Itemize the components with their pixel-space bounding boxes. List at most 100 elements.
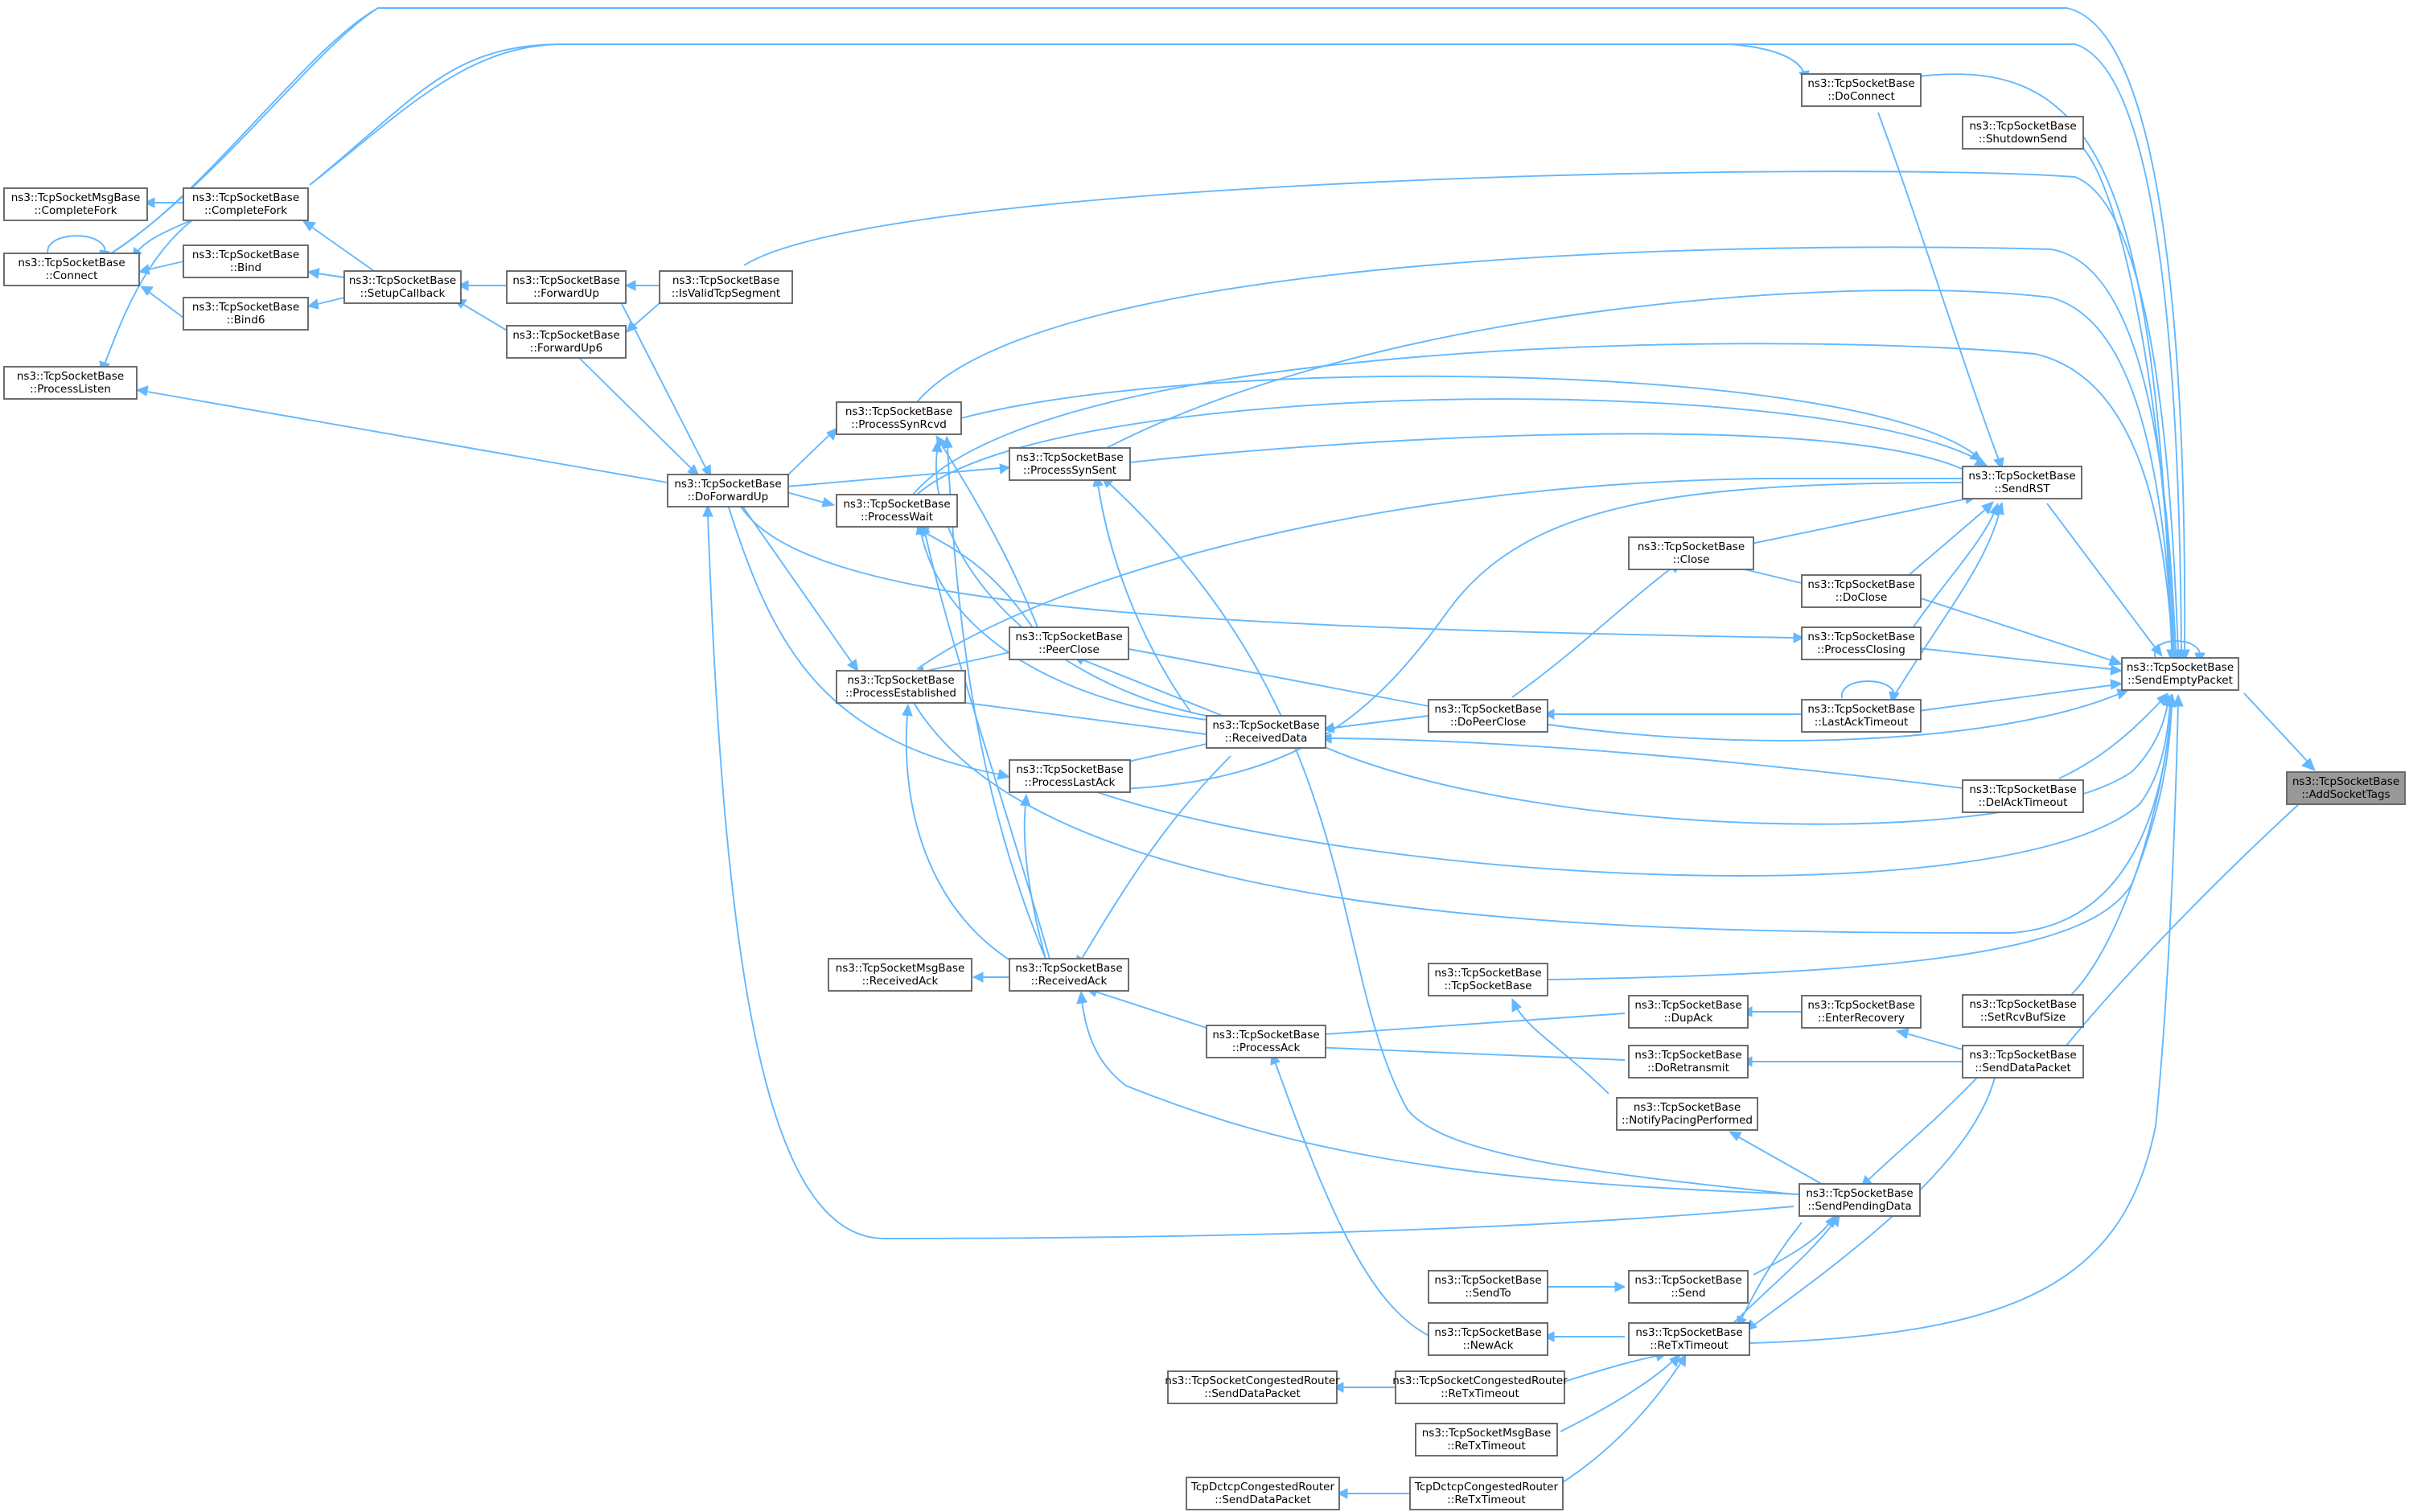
node-tcp-socket-base-ctor[interactable]: ns3::TcpSocketBase::TcpSocketBase — [1428, 963, 1548, 996]
edge-receiveddata-processsynrcvd — [931, 439, 1207, 717]
node-label-1: ns3::TcpSocketBase — [1434, 1326, 1541, 1339]
node-complete-fork[interactable]: ns3::TcpSocketBase::CompleteFork — [183, 187, 309, 221]
node-label-1: ns3::TcpSocketMsgBase — [1422, 1427, 1552, 1440]
node-send-pending-data[interactable]: ns3::TcpSocketBase::SendPendingData — [1799, 1183, 1921, 1217]
node-bind-6[interactable]: ns3::TcpSocketBase::Bind6 — [183, 297, 309, 331]
node-label-1: ns3::TcpSocketBase — [1434, 1274, 1541, 1287]
node-box — [1628, 536, 1754, 570]
node-new-ack[interactable]: ns3::TcpSocketBase::NewAck — [1428, 1322, 1548, 1356]
node-box — [836, 494, 958, 528]
node-send-r-s-t[interactable]: ns3::TcpSocketBase::SendRST — [1962, 466, 2082, 499]
node-close[interactable]: ns3::TcpSocketBase::Close — [1628, 536, 1754, 570]
node-box — [1962, 779, 2084, 813]
edge-doforwardup-processestablished — [739, 502, 859, 673]
node-send[interactable]: ns3::TcpSocketBase::Send — [1628, 1270, 1749, 1304]
node-label-2: ::EnterRecovery — [1818, 1012, 1905, 1025]
edge-senddatapacket-sendpendingdata — [1860, 1075, 1979, 1188]
edge-setupcallback-completefork — [302, 220, 375, 272]
edge-connect-sendemptypacket — [104, 7, 2190, 663]
node-do-close[interactable]: ns3::TcpSocketBase::DoClose — [1801, 574, 1922, 608]
node-box — [1628, 1322, 1750, 1356]
node-label-2: ::ForwardUp6 — [530, 342, 602, 355]
node-send-to[interactable]: ns3::TcpSocketBase::SendTo — [1428, 1270, 1548, 1304]
node-dup-ack[interactable]: ns3::TcpSocketBase::DupAck — [1628, 995, 1749, 1029]
node-process-closing[interactable]: ns3::TcpSocketBase::ProcessClosing — [1801, 627, 1922, 660]
node-notify-pacing[interactable]: ns3::TcpSocketBase::NotifyPacingPerforme… — [1616, 1097, 1758, 1131]
node-label-1: ns3::TcpSocketBase — [672, 274, 779, 287]
node-del-ack-timeout[interactable]: ns3::TcpSocketBase::DelAckTimeout — [1962, 779, 2084, 813]
node-re-tx-timeout[interactable]: ns3::TcpSocketBase::ReTxTimeout — [1628, 1322, 1750, 1356]
node-process-last-ack[interactable]: ns3::TcpSocketBase::ProcessLastAck — [1009, 759, 1131, 793]
node-box — [1962, 994, 2084, 1028]
node-process-established[interactable]: ns3::TcpSocketBase::ProcessEstablished — [836, 670, 966, 704]
node-process-syn-sent[interactable]: ns3::TcpSocketBase::ProcessSynSent — [1009, 447, 1131, 481]
node-label-2: ::Bind — [230, 261, 261, 274]
node-forward-up-6[interactable]: ns3::TcpSocketBase::ForwardUp6 — [506, 325, 627, 359]
node-process-syn-rcvd[interactable]: ns3::TcpSocketBase::ProcessSynRcvd — [836, 401, 962, 435]
node-enter-recovery[interactable]: ns3::TcpSocketBase::EnterRecovery — [1801, 995, 1922, 1029]
node-add-socket-tags[interactable]: ns3::TcpSocketBase::AddSocketTags — [2286, 771, 2406, 805]
node-cr-send-data-packet[interactable]: ns3::TcpSocketCongestedRouter::SendDataP… — [1165, 1370, 1340, 1404]
node-label-2: ::ProcessListen — [30, 383, 111, 396]
node-msg-complete-fork[interactable]: ns3::TcpSocketMsgBase::CompleteFork — [3, 187, 148, 221]
edge-doforwardup-processlastack — [727, 504, 1011, 780]
node-process-listen[interactable]: ns3::TcpSocketBase::ProcessListen — [3, 366, 138, 400]
node-label-1: ns3::TcpSocketBase — [1015, 962, 1122, 975]
node-label-2: ::Close — [1673, 553, 1710, 566]
node-set-rcv-buf-size[interactable]: ns3::TcpSocketBase::SetRcvBufSize — [1962, 994, 2084, 1028]
node-shutdown-send[interactable]: ns3::TcpSocketBase::ShutdownSend — [1962, 116, 2084, 150]
node-msg-re-tx-timeout[interactable]: ns3::TcpSocketMsgBase::ReTxTimeout — [1415, 1423, 1558, 1457]
node-label-2: ::SendTo — [1465, 1287, 1511, 1300]
node-label-1: ns3::TcpSocketCongestedRouter — [1392, 1374, 1568, 1387]
edge-doforwardup-processclosing — [739, 504, 1805, 643]
node-setup-callback[interactable]: ns3::TcpSocketBase::SetupCallback — [343, 270, 462, 304]
node-is-valid-tcp-segment[interactable]: ns3::TcpSocketBase::IsValidTcpSegment — [659, 270, 793, 304]
edge-bind6-connect — [139, 286, 184, 318]
node-label-2: ::ShutdownSend — [1979, 133, 2068, 146]
node-label-2: ::AddSocketTags — [2301, 788, 2390, 801]
node-label-2: ::ReceivedData — [1225, 732, 1308, 745]
edge-lastacktimeout-sendrst — [1893, 501, 2004, 696]
node-do-forward-up[interactable]: ns3::TcpSocketBase::DoForwardUp — [667, 474, 789, 507]
node-label-2: ::SendPendingData — [1807, 1200, 1911, 1213]
node-msg-received-ack[interactable]: ns3::TcpSocketMsgBase::ReceivedAck — [828, 958, 972, 992]
node-box — [506, 270, 627, 304]
node-label-1: ns3::TcpSocketBase — [1807, 631, 1914, 643]
edge-completefork-msgcompletefork — [143, 197, 183, 208]
node-bind[interactable]: ns3::TcpSocketBase::Bind — [183, 244, 309, 278]
node-dctcp-re-tx-timeout[interactable]: TcpDctcpCongestedRouter::ReTxTimeout — [1409, 1477, 1564, 1510]
node-box — [3, 187, 148, 221]
node-label-2: ::DoForwardUp — [688, 491, 769, 503]
node-label-2: ::SendDataPacket — [1975, 1062, 2071, 1074]
node-cr-re-tx-timeout[interactable]: ns3::TcpSocketCongestedRouter::ReTxTimeo… — [1392, 1370, 1568, 1404]
node-last-ack-timeout[interactable]: ns3::TcpSocketBase::LastAckTimeout — [1801, 699, 1922, 733]
node-label-2: ::ProcessEstablished — [845, 687, 956, 700]
node-dctcp-send-data-packet[interactable]: TcpDctcpCongestedRouter::SendDataPacket — [1186, 1477, 1340, 1510]
edge-processwait-sendemptypacket — [912, 343, 2178, 663]
node-send-empty-packet[interactable]: ns3::TcpSocketBase::SendEmptyPacket — [2121, 657, 2239, 691]
node-do-retransmit[interactable]: ns3::TcpSocketBase::DoRetransmit — [1628, 1045, 1749, 1079]
node-forward-up[interactable]: ns3::TcpSocketBase::ForwardUp — [506, 270, 627, 304]
edge-lastacktimeout-dopeerclose — [1543, 709, 1802, 720]
node-box — [1009, 958, 1129, 992]
node-do-peer-close[interactable]: ns3::TcpSocketBase::DoPeerClose — [1428, 699, 1548, 733]
edge-connect-doconnect — [104, 7, 379, 258]
node-box — [1801, 699, 1922, 733]
node-send-data-packet[interactable]: ns3::TcpSocketBase::SendDataPacket — [1962, 1045, 2084, 1079]
node-process-ack[interactable]: ns3::TcpSocketBase::ProcessAck — [1206, 1025, 1326, 1058]
edge-doforwardup-processlisten — [135, 385, 668, 483]
node-connect[interactable]: ns3::TcpSocketBase::Connect — [3, 253, 140, 286]
edge-delacktimeout-sendemptypacket — [2058, 692, 2169, 779]
node-label-2: ::ForwardUp — [533, 287, 599, 300]
edge-delacktimeout-receiveddata — [1320, 733, 1963, 789]
node-peer-close[interactable]: ns3::TcpSocketBase::PeerClose — [1009, 627, 1129, 660]
node-label-2: ::Send — [1671, 1287, 1705, 1300]
node-received-ack[interactable]: ns3::TcpSocketBase::ReceivedAck — [1009, 958, 1129, 992]
node-label-1: ns3::TcpSocketBase — [847, 674, 954, 687]
node-box — [1801, 995, 1922, 1029]
node-received-data[interactable]: ns3::TcpSocketBase::ReceivedData — [1206, 715, 1326, 749]
node-process-wait[interactable]: ns3::TcpSocketBase::ProcessWait — [836, 494, 958, 528]
edge-senddatapacket-doretransmit — [1741, 1056, 1963, 1067]
node-do-connect[interactable]: ns3::TcpSocketBase::DoConnect — [1801, 73, 1922, 107]
node-label-1: TcpDctcpCongestedRouter — [1190, 1481, 1335, 1494]
